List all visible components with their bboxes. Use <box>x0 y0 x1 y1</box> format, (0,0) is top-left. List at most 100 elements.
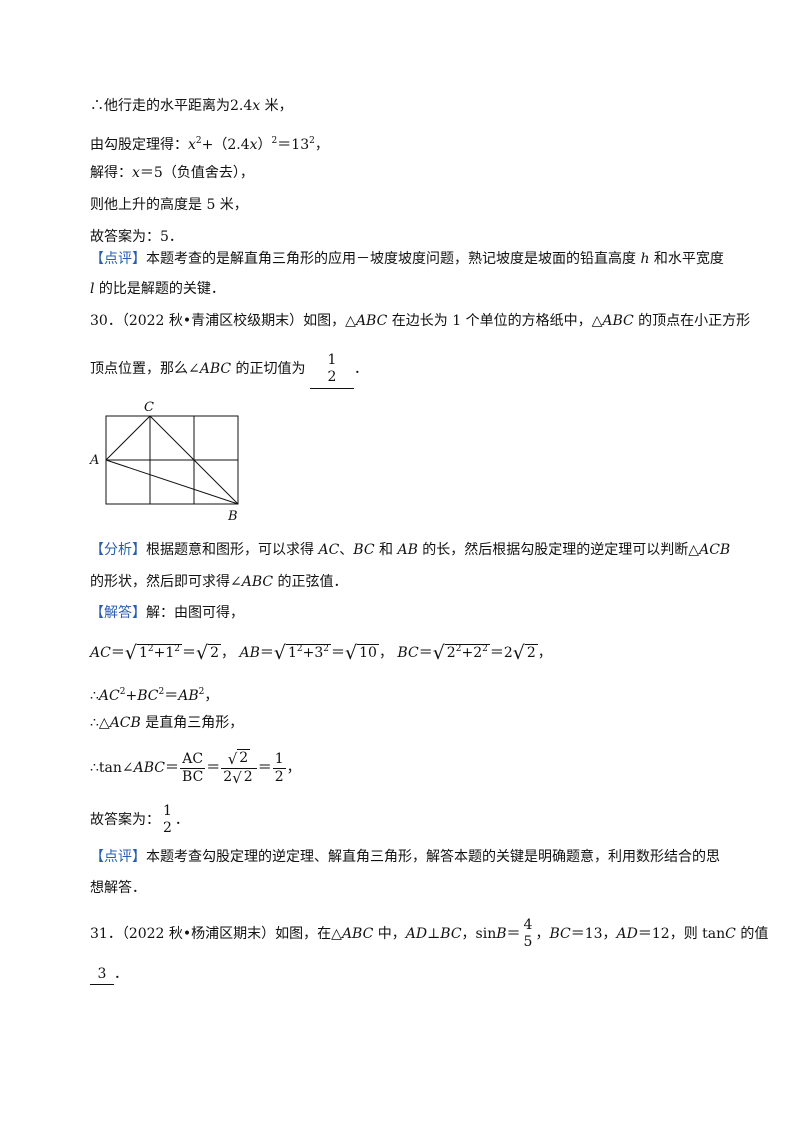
text: 3 <box>314 645 324 661</box>
q30-lengths-line: AC＝√12+12＝√2， AB＝√12+32＝√10， BC＝√22+22＝2… <box>90 634 552 668</box>
text: ＝ <box>489 645 504 661</box>
text: ∴ <box>90 688 99 704</box>
text: ＝ <box>165 760 180 776</box>
numerator: 4 <box>523 917 533 933</box>
answer-blank: 3 <box>90 964 114 985</box>
text: 在边长为 1 个单位的方格纸中，△ <box>387 313 603 329</box>
text: ， <box>221 645 236 661</box>
var: AB <box>239 645 260 661</box>
text: 1 <box>138 645 148 661</box>
var: ABC <box>341 926 374 942</box>
text: 中， <box>373 926 406 942</box>
prev-line-5: 故答案为：5． <box>90 229 183 245</box>
text: ， <box>378 645 393 661</box>
numerator: 1 <box>327 352 337 368</box>
q30-comment-line-2: 想解答． <box>90 880 146 896</box>
sqrt: √12+12 <box>124 642 182 664</box>
text: ＝ <box>206 760 221 776</box>
var: ACB <box>699 542 731 558</box>
var: ABC <box>602 313 634 329</box>
text: 的正弦值． <box>273 574 348 590</box>
text: ＝ <box>164 688 179 704</box>
text: 2.4 <box>230 98 253 114</box>
label-b: B <box>227 509 238 524</box>
q30-therefore-line-2: ∴△ACB 是直角三角形， <box>90 713 243 733</box>
exponent: 2 <box>198 687 205 697</box>
q31-line-1: 31．（2022 秋•杨浦区期末）如图，在△ABC 中，AD⊥BC，sinB＝4… <box>90 914 768 954</box>
denominator: BC <box>182 768 204 785</box>
text: 1 <box>287 645 297 661</box>
segment-cb <box>149 415 239 505</box>
text: ． <box>354 361 369 377</box>
sqrt: √22+22 <box>432 642 490 664</box>
text: （2022 秋•杨浦区期末）如图，在△ <box>121 926 342 942</box>
prev-line-1: ∴他行走的水平距离为2.4x 米， <box>90 96 293 116</box>
sqrt: √2 <box>512 642 538 664</box>
var: AB <box>178 688 199 704</box>
text: ， <box>204 688 219 704</box>
text: ∴他行走的水平距离为 <box>90 98 230 114</box>
text: ＝ <box>418 645 433 661</box>
prev-line-3: 解得：x＝5（负值舍去）， <box>90 163 254 183</box>
text: ， <box>535 926 550 942</box>
var: ACB <box>109 715 141 731</box>
text: + <box>302 645 315 661</box>
var-l: l <box>90 281 95 297</box>
text: ⊥ <box>427 926 441 942</box>
prev-line-2: 由勾股定理得：x2+（2.4x）2＝132， <box>90 131 329 155</box>
denominator: 2 <box>274 768 284 785</box>
q30-therefore-line-1: ∴AC2+BC2＝AB2， <box>90 682 218 706</box>
text: 的形状，然后即可求得∠ <box>90 574 242 590</box>
q30-line-1: 30．（2022 秋•青浦区校级期末）如图，△ABC 在边长为 1 个单位的方格… <box>90 311 750 331</box>
text: 由勾股定理得： <box>90 137 188 153</box>
text: 本题考查的是解直角三角形的应用－坡度坡度问题，熟记坡度是坡面的铅直高度 <box>146 251 641 267</box>
text: 的比是解题的关键． <box>94 281 225 297</box>
var: BC <box>397 645 419 661</box>
var: B <box>496 926 507 942</box>
exponent: 2 <box>482 644 488 654</box>
exponent: 2 <box>296 644 303 654</box>
var-x: x <box>249 137 258 153</box>
sqrt: √2 <box>195 642 222 664</box>
denominator: 5 <box>523 934 533 950</box>
text: 2 <box>524 644 538 661</box>
var: ABC <box>241 574 274 590</box>
var: BC <box>353 542 375 558</box>
var-x: x <box>188 137 196 153</box>
text: ＝13 <box>277 137 310 153</box>
var: ABC <box>133 760 166 776</box>
text: ∴△ <box>90 715 110 731</box>
text: 2 <box>503 645 513 661</box>
text: 10 <box>357 644 379 661</box>
text: 解：由图可得， <box>146 605 244 621</box>
text: 和水平宽度 <box>649 251 724 267</box>
text: 的正切值为 <box>231 361 311 377</box>
text: + <box>153 645 166 661</box>
var: BC <box>549 926 571 942</box>
text: ＝13， <box>570 926 617 942</box>
prev-comment-line-2: l 的比是解题的关键． <box>90 279 225 299</box>
comment-tag: 【点评】 <box>90 849 146 865</box>
var: C <box>725 926 736 942</box>
q31-answer-line: 3． <box>90 964 128 985</box>
text: 1 <box>165 645 175 661</box>
prev-comment-line-1: 【点评】本题考查的是解直角三角形的应用－坡度坡度问题，熟记坡度是坡面的铅直高度 … <box>90 249 724 269</box>
text: +（2.4 <box>201 137 250 153</box>
prev-line-4: 则他上升的高度是 5 米， <box>90 197 248 213</box>
text: ， <box>314 137 329 153</box>
sqrt: √12+32 <box>273 642 332 664</box>
segment-ac <box>105 415 151 461</box>
var: AB <box>397 542 418 558</box>
var: BC <box>137 688 159 704</box>
sqrt: √10 <box>345 642 379 664</box>
grid-figure: C A B <box>88 398 248 528</box>
exponent: 2 <box>455 644 462 654</box>
text: 2 <box>241 767 255 785</box>
numerator: 1 <box>163 803 172 819</box>
text: 是直角三角形， <box>140 715 244 731</box>
var: AD <box>405 926 428 942</box>
